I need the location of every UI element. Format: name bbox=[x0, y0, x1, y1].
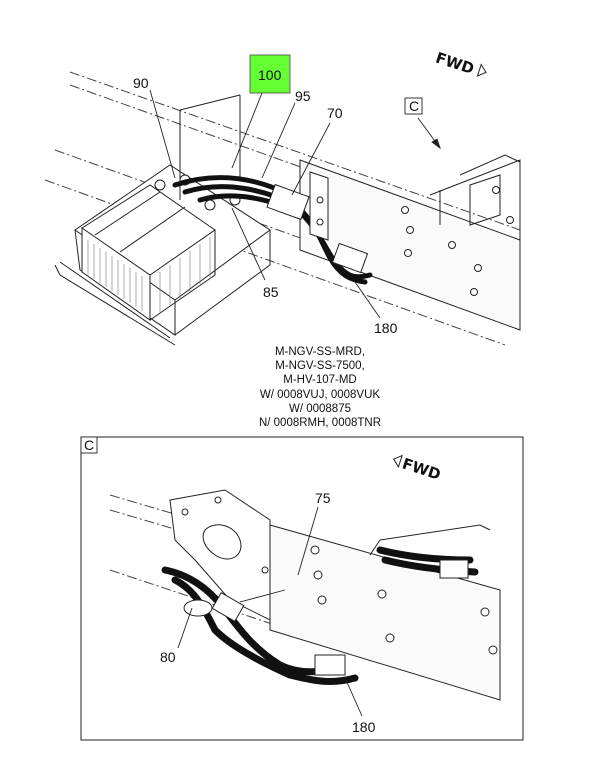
fwd-arrow-top: FWD bbox=[433, 49, 487, 78]
detail-bolts bbox=[310, 545, 498, 655]
leader-lines-top bbox=[149, 89, 381, 319]
view-marker-label: C bbox=[409, 98, 419, 114]
frame-rail bbox=[299, 154, 521, 331]
view-marker-box bbox=[404, 97, 423, 115]
detail-c-label: C bbox=[84, 437, 94, 453]
detail-harness-clips bbox=[183, 559, 469, 676]
harness-bracket bbox=[309, 171, 329, 241]
caption-line: N/ 0008RMH, 0008TNR bbox=[258, 417, 382, 430]
callout-180-top: 180 bbox=[374, 320, 398, 336]
detail-leader-lines bbox=[177, 506, 363, 717]
harness-clip bbox=[266, 183, 369, 274]
callout-100-highlight bbox=[249, 54, 291, 94]
callout-85: 85 bbox=[263, 284, 279, 300]
detail-c-label-box bbox=[80, 436, 98, 454]
callout-80: 80 bbox=[160, 649, 176, 665]
applicability-caption: M-NGV-SS-MRD, M-NGV-SS-7500, M-HV-107-MD… bbox=[200, 345, 440, 430]
caption-line: W/ 0008VUJ, 0008VUK bbox=[259, 388, 381, 401]
caption-line: M-HV-107-MD bbox=[283, 374, 357, 387]
view-arrow bbox=[417, 117, 441, 150]
detail-mount-bracket bbox=[169, 489, 271, 621]
callout-90: 90 bbox=[133, 75, 149, 91]
svg-text:FWD: FWD bbox=[433, 49, 476, 78]
caption-line: M-NGV-SS-7500, bbox=[275, 360, 365, 373]
callout-95: 95 bbox=[295, 88, 311, 104]
caption-line: W/ 0008875 bbox=[288, 402, 351, 415]
callout-100: 100 bbox=[258, 67, 282, 83]
callouts-top: 100 90 95 70 85 180 C FWD bbox=[133, 49, 487, 336]
callout-180-detail: 180 bbox=[352, 719, 376, 735]
callout-70: 70 bbox=[327, 105, 343, 121]
detail-c-illustration bbox=[109, 489, 501, 717]
caption-line: M-NGV-SS-MRD, bbox=[274, 346, 366, 358]
top-view-illustration bbox=[44, 71, 521, 346]
callout-75: 75 bbox=[315, 490, 331, 506]
rail-bolts bbox=[401, 186, 514, 296]
